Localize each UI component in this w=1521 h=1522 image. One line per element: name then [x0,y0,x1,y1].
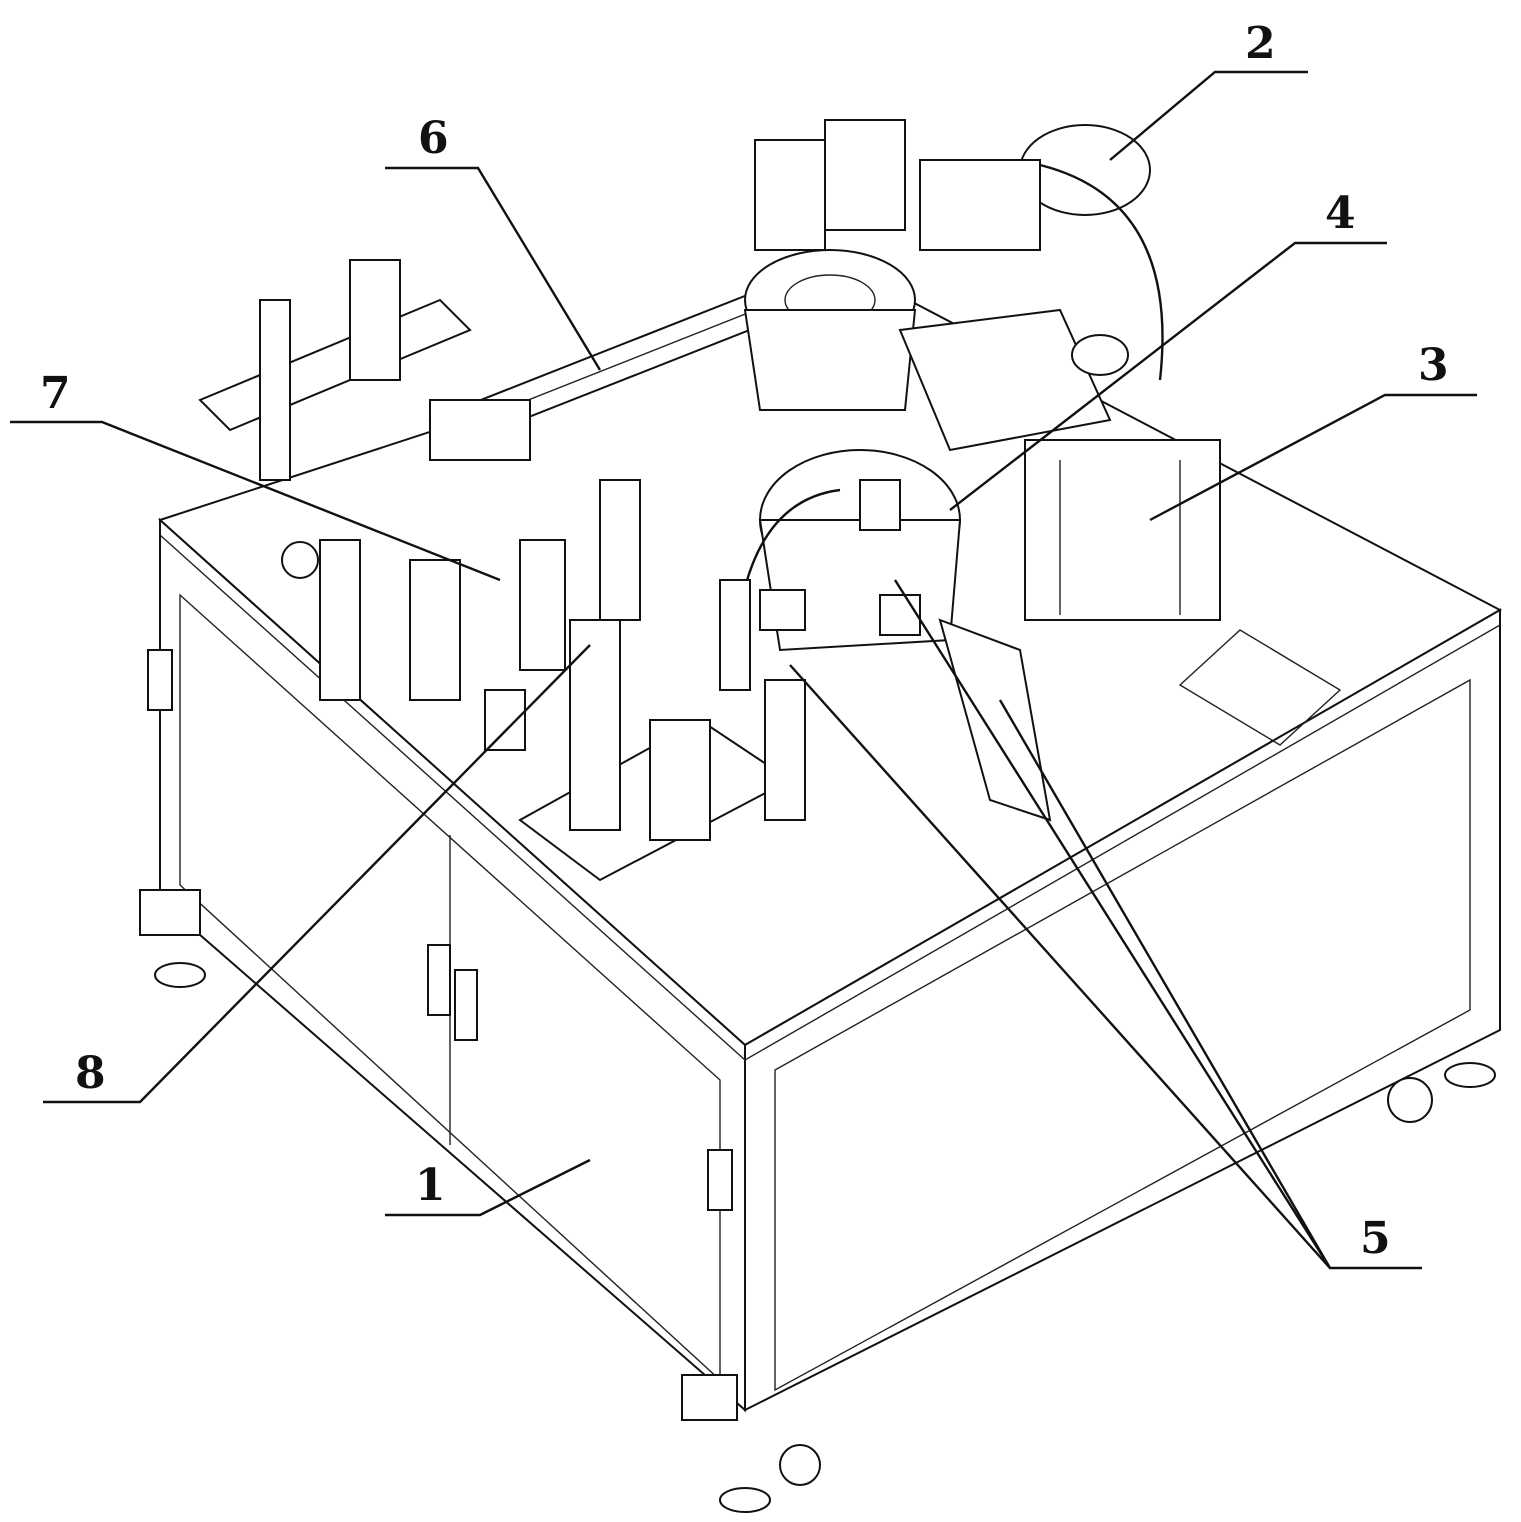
label-5: 5 [1360,1213,1391,1264]
label-3: 3 [1418,340,1449,391]
label-6: 6 [418,113,449,164]
label-4: 4 [1325,188,1356,239]
label-2: 2 [1245,18,1276,69]
label-1: 1 [415,1160,446,1211]
label-7: 7 [40,368,71,419]
label-8: 8 [75,1048,106,1099]
